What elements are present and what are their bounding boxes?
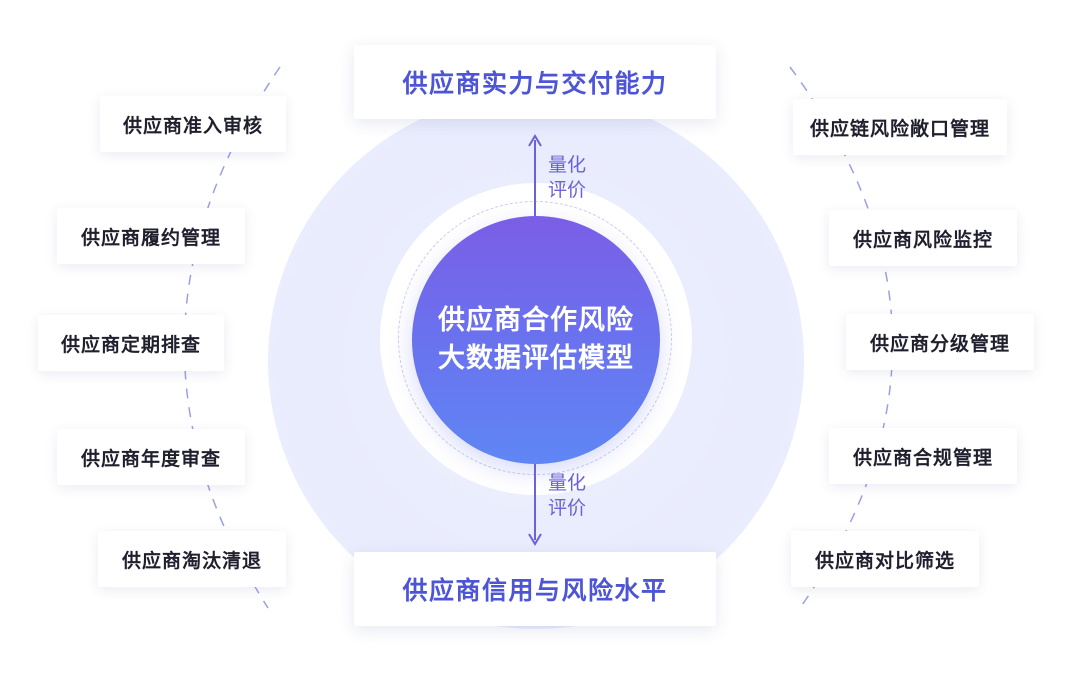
eval-label-bottom: 量化 评价 [548,471,586,521]
eval-top-line1: 量化 [548,154,587,176]
eval-bottom-line1: 量化 [548,472,587,494]
eval-bottom-line2: 评价 [548,497,587,519]
left-item-2: 供应商履约管理 [57,208,245,264]
eval-label-top: 量化 评价 [548,153,586,203]
top-dimension-card: 供应商实力与交付能力 [354,45,716,119]
core-title-line2: 大数据评估模型 [438,343,634,374]
core-title-line1: 供应商合作风险 [438,305,634,336]
arrow-down-head [528,533,542,546]
right-item-3: 供应商分级管理 [846,314,1034,370]
eval-top-line2: 评价 [548,179,587,201]
right-item-1: 供应链风险敞口管理 [793,99,1007,155]
bottom-dimension-card: 供应商信用与风险水平 [354,552,716,626]
left-item-1: 供应商准入审核 [100,96,286,152]
left-item-5: 供应商淘汰清退 [98,531,286,587]
right-item-2: 供应商风险监控 [829,210,1017,266]
arrow-up-head [528,134,542,147]
left-item-3: 供应商定期排查 [38,315,224,371]
core-model-circle: 供应商合作风险 大数据评估模型 [412,216,660,464]
right-item-5: 供应商对比筛选 [791,531,979,587]
right-item-4: 供应商合规管理 [829,428,1017,484]
left-item-4: 供应商年度审查 [57,429,245,485]
